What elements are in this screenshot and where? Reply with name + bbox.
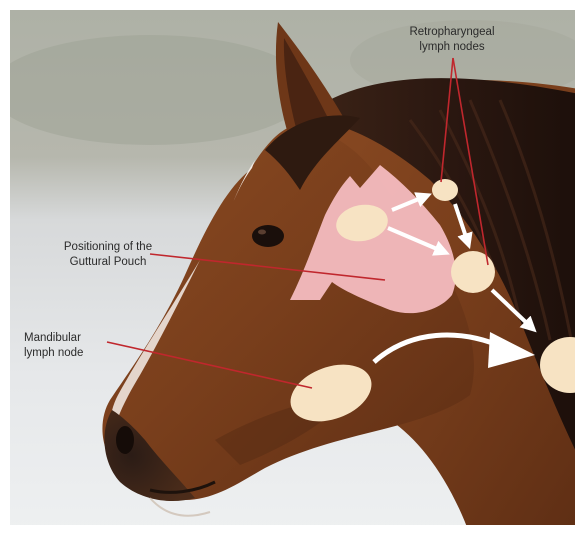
- horse-eye: [252, 225, 284, 247]
- label-guttural-pouch: Positioning of the Guttural Pouch: [38, 240, 178, 270]
- label-line: lymph nodes: [392, 40, 512, 55]
- horse-nostril: [116, 426, 134, 454]
- label-mandibular-lymph-node: Mandibular lymph node: [24, 331, 124, 361]
- label-line: Guttural Pouch: [38, 255, 178, 270]
- label-line: Positioning of the: [38, 240, 178, 255]
- eye-highlight: [258, 230, 266, 235]
- background-blur: [0, 35, 310, 145]
- label-line: Retropharyngeal: [392, 25, 512, 40]
- label-line: lymph node: [24, 346, 124, 361]
- retropharyngeal-node-lower: [451, 251, 495, 293]
- retropharyngeal-node-upper: [432, 179, 458, 201]
- label-line: Mandibular: [24, 331, 124, 346]
- label-retropharyngeal-lymph-nodes: Retropharyngeal lymph nodes: [392, 25, 512, 55]
